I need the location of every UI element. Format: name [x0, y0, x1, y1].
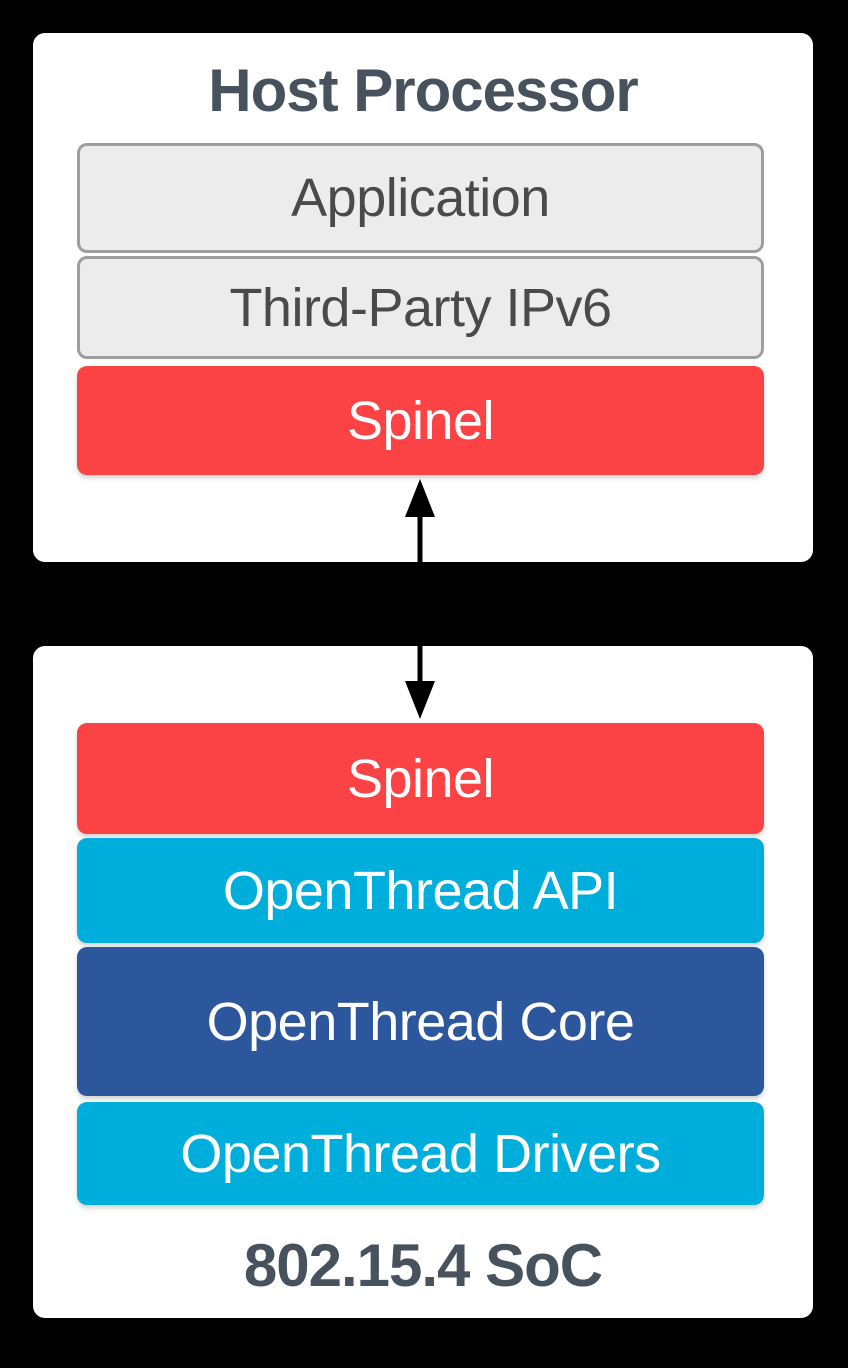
layer-third-party-ipv6-label: Third-Party IPv6	[229, 277, 612, 338]
layer-application: Application	[77, 143, 764, 253]
layer-openthread-drivers-label: OpenThread Drivers	[180, 1123, 661, 1184]
host-processor-box: Host Processor Application Third-Party I…	[33, 33, 813, 562]
layer-openthread-api-label: OpenThread API	[222, 860, 619, 921]
layer-third-party-ipv6: Third-Party IPv6	[77, 256, 764, 359]
soc-box: Spinel OpenThread API OpenThread Core Op…	[33, 646, 813, 1318]
layer-spinel-host-label: Spinel	[346, 390, 495, 451]
layer-spinel-host: Spinel	[77, 366, 764, 475]
bidirectional-arrow-icon	[405, 479, 435, 719]
layer-openthread-core: OpenThread Core	[77, 947, 764, 1096]
layer-spinel-soc-label: Spinel	[346, 748, 495, 809]
soc-box-title: 802.15.4 SoC	[243, 1232, 603, 1299]
layer-spinel-soc: Spinel	[77, 723, 764, 834]
layer-application-label: Application	[291, 168, 550, 228]
layer-openthread-core-label: OpenThread Core	[206, 991, 635, 1052]
layer-openthread-drivers: OpenThread Drivers	[77, 1102, 764, 1205]
host-box-title: Host Processor	[208, 57, 639, 124]
layer-openthread-api: OpenThread API	[77, 838, 764, 943]
